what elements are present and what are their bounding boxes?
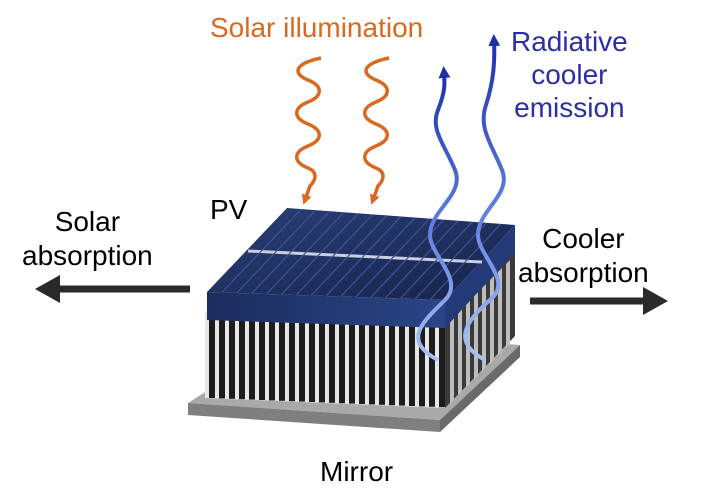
fin (229, 318, 235, 399)
solar-illumination-waves (295, 56, 390, 205)
fin (409, 326, 415, 406)
pv-cell-line (236, 209, 316, 294)
mirror-label: Mirror (320, 456, 394, 487)
fin-side (458, 308, 462, 396)
solar-illumination-label: Solar illumination (210, 12, 424, 43)
fin (349, 323, 355, 404)
fin (249, 319, 255, 400)
fin (329, 322, 335, 403)
pv-cell-line (355, 218, 430, 298)
cooler-absorption-label: Cooler absorption (518, 223, 649, 288)
fin (309, 322, 315, 402)
fin-side (450, 316, 454, 404)
fin (219, 318, 225, 399)
fin-side (506, 260, 510, 348)
radiative-emission-waves (416, 34, 506, 362)
fin (369, 324, 375, 405)
pv-label: PV (210, 194, 248, 225)
pv-cell-line (414, 222, 487, 300)
solar-absorption-arrow (35, 275, 190, 303)
pv-cell-line (310, 215, 388, 296)
solar-absorption-label: Solar absorption (22, 206, 153, 271)
fin-side (474, 292, 478, 380)
solar-wave-2 (363, 56, 390, 205)
fin (259, 320, 265, 400)
pv-cell-line (251, 210, 331, 294)
fin (209, 318, 215, 398)
fin (239, 319, 245, 400)
fin (289, 321, 295, 402)
heat-sink-fins (205, 248, 515, 408)
fin (429, 326, 435, 407)
pv-cell-line (295, 213, 373, 296)
pv-cell-line (340, 217, 416, 297)
fin (339, 323, 345, 404)
radiative-cooler-emission-label: Radiative cooler emission (511, 26, 628, 123)
fin (299, 321, 305, 402)
pv-cell-line (399, 221, 473, 299)
solar-wave-1 (295, 56, 322, 205)
fin (279, 320, 285, 401)
fin-side (490, 276, 494, 364)
pv-cell-line (385, 220, 459, 299)
pv-cell-line (266, 211, 345, 295)
fin (419, 326, 425, 407)
fin (439, 327, 445, 408)
fin (319, 322, 325, 403)
pv-cell-line (221, 208, 302, 293)
fin (269, 320, 275, 401)
pv-cell-line (325, 216, 402, 297)
radiative-wave-2 (463, 34, 506, 362)
radiative-wave-1 (416, 66, 459, 362)
fin (379, 324, 385, 405)
cooler-absorption-arrow (530, 287, 668, 315)
fin (389, 325, 395, 406)
pv-panel (207, 208, 515, 328)
fin (359, 324, 365, 404)
pv-cell-line (429, 223, 502, 300)
fin (399, 325, 405, 406)
pv-cell-line (280, 212, 359, 295)
